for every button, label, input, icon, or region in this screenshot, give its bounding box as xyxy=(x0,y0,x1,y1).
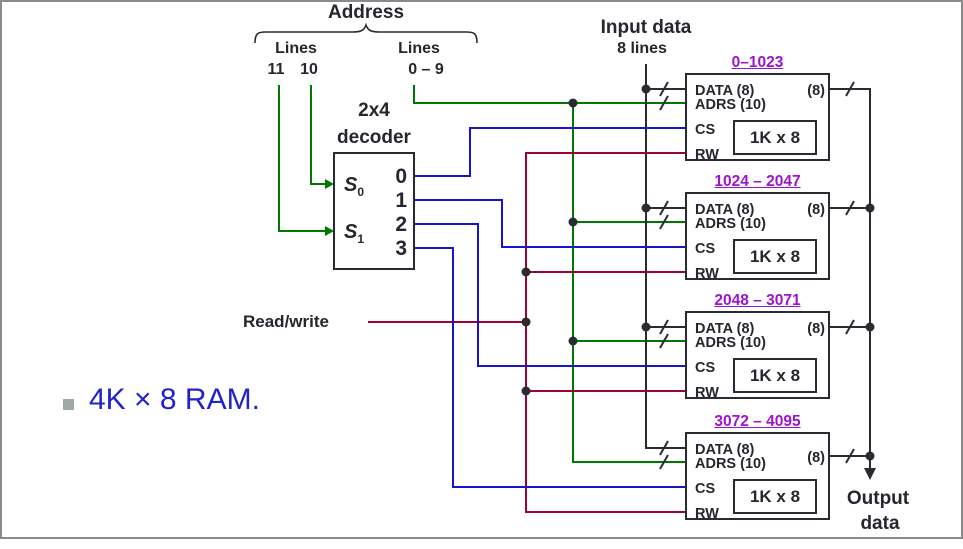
chip-cs-pin: CS xyxy=(695,241,716,257)
decoder-title-line2: decoder xyxy=(337,127,411,148)
chip-cs-pin: CS xyxy=(695,481,716,497)
chip-rw-pin: RW xyxy=(695,147,719,163)
chip-adrs-pin: ADRS (10) xyxy=(695,456,766,472)
chip-range-label: 1024 – 2047 xyxy=(714,173,801,190)
decoder-out0-cs-wire xyxy=(413,127,685,177)
chip-box: DATA (8) ADRS (10) CS RW (8) 1K x 8 xyxy=(685,73,830,163)
s0-arrowhead-icon xyxy=(325,179,334,189)
chip-output-width: (8) xyxy=(807,83,825,99)
rw-vertical-wire xyxy=(525,152,685,513)
output-bus-vertical-wire xyxy=(828,88,871,471)
chip-data-pin: DATA (8) xyxy=(695,202,755,218)
lines-low-label: Lines xyxy=(398,40,440,57)
read-write-label: Read/write xyxy=(243,312,329,331)
address-bit10-label: 10 xyxy=(300,61,318,78)
chip-data-pin: DATA (8) xyxy=(695,321,755,337)
bullet-square-icon xyxy=(63,399,74,410)
output-data-bus-wires xyxy=(828,88,876,480)
read-write-wires xyxy=(368,152,685,513)
chip-adrs-pin: ADRS (10) xyxy=(695,216,766,232)
address-title: Address xyxy=(327,2,405,23)
input-data-bus-wires xyxy=(645,64,685,449)
address-brace xyxy=(254,22,478,44)
address-bits-low-label: 0 – 9 xyxy=(408,61,444,78)
chip-box: DATA (8) ADRS (10) CS RW (8) 1K x 8 xyxy=(685,432,830,522)
chip-output-width: (8) xyxy=(807,202,825,218)
lines-high-label: Lines xyxy=(275,40,317,57)
chip-rw-pin: RW xyxy=(695,266,719,282)
chip-range-label: 0–1023 xyxy=(731,54,784,71)
chip-output-width: (8) xyxy=(807,450,825,466)
chip-range-label: 2048 – 3071 xyxy=(714,292,801,309)
decoder-out2-cs-wire xyxy=(413,223,685,367)
addr-bit10-wire xyxy=(310,85,326,185)
decoder-output-3: 3 xyxy=(395,237,407,260)
junction-dots xyxy=(521,84,875,461)
chip-size-label: 1K x 8 xyxy=(733,239,817,274)
chip-adrs-pin: ADRS (10) xyxy=(695,97,766,113)
chip-box: DATA (8) ADRS (10) CS RW (8) 1K x 8 xyxy=(685,192,830,282)
decoder-box: S0 S1 0 1 2 3 xyxy=(333,152,415,270)
s1-arrowhead-icon xyxy=(325,226,334,236)
chip-size-label: 1K x 8 xyxy=(733,358,817,393)
chip-output-width: (8) xyxy=(807,321,825,337)
decoder-output-0: 0 xyxy=(395,165,407,188)
input-lines-label: 8 lines xyxy=(617,40,667,57)
chip-size-label: 1K x 8 xyxy=(733,120,817,155)
output-data-label-line2: data xyxy=(860,513,900,534)
adrs-vertical-chip4-wire xyxy=(572,103,685,463)
decoder-out3-cs-wire xyxy=(413,247,685,488)
address-bit11-label: 11 xyxy=(267,61,285,78)
bus-width-slashes xyxy=(659,81,855,470)
output-data-label-line1: Output xyxy=(846,488,910,509)
chip-cs-pin: CS xyxy=(695,122,716,138)
addr-bit11-wire xyxy=(278,85,326,232)
output-arrowhead-icon xyxy=(864,468,876,480)
decoder-output-1: 1 xyxy=(395,189,407,212)
decoder-output-2: 2 xyxy=(395,213,407,236)
chip-data-pin: DATA (8) xyxy=(695,83,755,99)
chip-size-label: 1K x 8 xyxy=(733,479,817,514)
chip-rw-pin: RW xyxy=(695,385,719,401)
chip-range-label: 3072 – 4095 xyxy=(714,413,801,430)
chip-cs-pin: CS xyxy=(695,360,716,376)
decoder-input-s0: S0 xyxy=(344,174,365,199)
address-low-bus-wires xyxy=(413,85,685,463)
adrs-chip1-wire xyxy=(413,85,685,104)
decoder-input-s1: S1 xyxy=(344,221,365,246)
decoder-out1-cs-wire xyxy=(413,199,685,248)
caption-text: 4K × 8 RAM. xyxy=(89,383,260,416)
decoder-output-wires xyxy=(413,127,685,488)
chip-adrs-pin: ADRS (10) xyxy=(695,335,766,351)
chip-data-pin: DATA (8) xyxy=(695,442,755,458)
address-high-bus-wires xyxy=(278,85,334,236)
input-data-vertical-chip4-wire xyxy=(645,64,685,449)
chip-rw-pin: RW xyxy=(695,506,719,522)
input-data-label: Input data xyxy=(600,17,692,38)
decoder-title-line1: 2x4 xyxy=(358,100,390,121)
chip-box: DATA (8) ADRS (10) CS RW (8) 1K x 8 xyxy=(685,311,830,401)
